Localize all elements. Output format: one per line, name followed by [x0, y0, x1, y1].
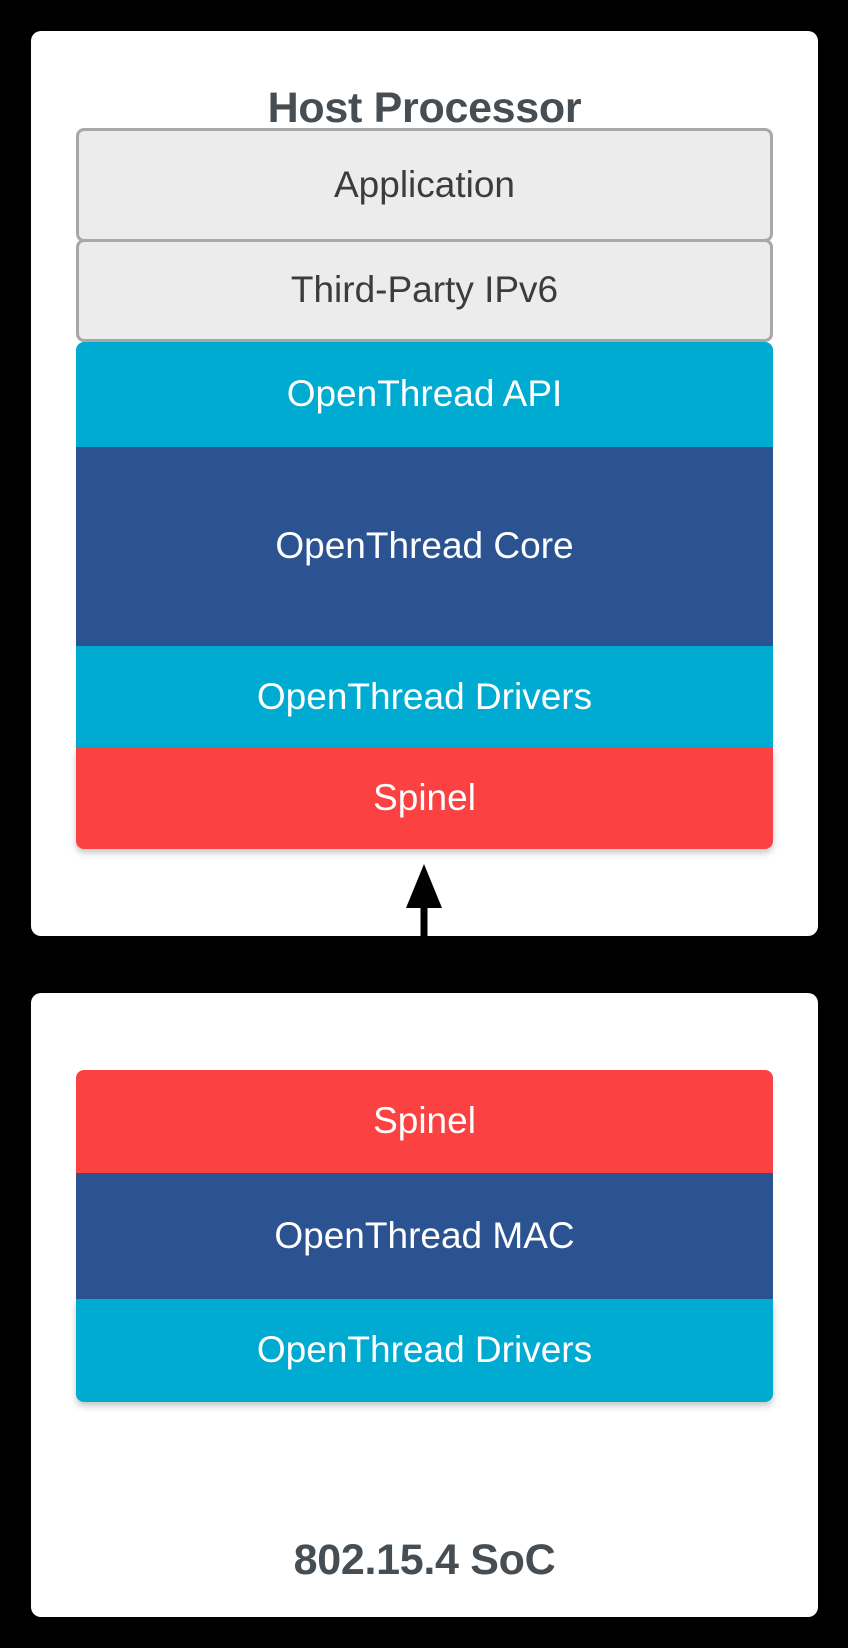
host-processor-panel: Host Processor Application Third-Party I… — [31, 31, 818, 936]
layer-openthread-drivers-host: OpenThread Drivers — [76, 646, 773, 748]
layer-spinel-soc-label: Spinel — [373, 1100, 476, 1142]
layer-openthread-api: OpenThread API — [76, 342, 773, 447]
host-processor-layer-stack: Application Third-Party IPv6 OpenThread … — [76, 128, 773, 849]
layer-openthread-drivers-soc-label: OpenThread Drivers — [256, 1329, 593, 1371]
layer-spinel-host: Spinel — [76, 748, 773, 849]
layer-openthread-mac-label: OpenThread MAC — [274, 1214, 575, 1256]
layer-application-label: Application — [333, 163, 515, 205]
layer-openthread-drivers-soc: OpenThread Drivers — [76, 1299, 773, 1402]
layer-application: Application — [76, 128, 773, 242]
layer-openthread-core: OpenThread Core — [76, 447, 773, 646]
layer-spinel-host-label: Spinel — [373, 777, 476, 819]
layer-openthread-api-label: OpenThread API — [286, 373, 563, 415]
layer-third-party-ipv6: Third-Party IPv6 — [76, 239, 773, 342]
host-processor-title: Host Processor — [267, 84, 582, 132]
layer-openthread-drivers-host-label: OpenThread Drivers — [256, 675, 593, 717]
layer-openthread-mac: OpenThread MAC — [76, 1173, 773, 1299]
soc-layer-stack: Spinel OpenThread MAC OpenThread Drivers — [76, 1070, 773, 1402]
layer-openthread-core-label: OpenThread Core — [275, 525, 574, 567]
soc-title: 802.15.4 SoC — [293, 1536, 556, 1584]
soc-panel: Spinel OpenThread MAC OpenThread Drivers… — [31, 993, 818, 1617]
layer-spinel-soc: Spinel — [76, 1070, 773, 1173]
layer-third-party-ipv6-label: Third-Party IPv6 — [290, 269, 559, 311]
